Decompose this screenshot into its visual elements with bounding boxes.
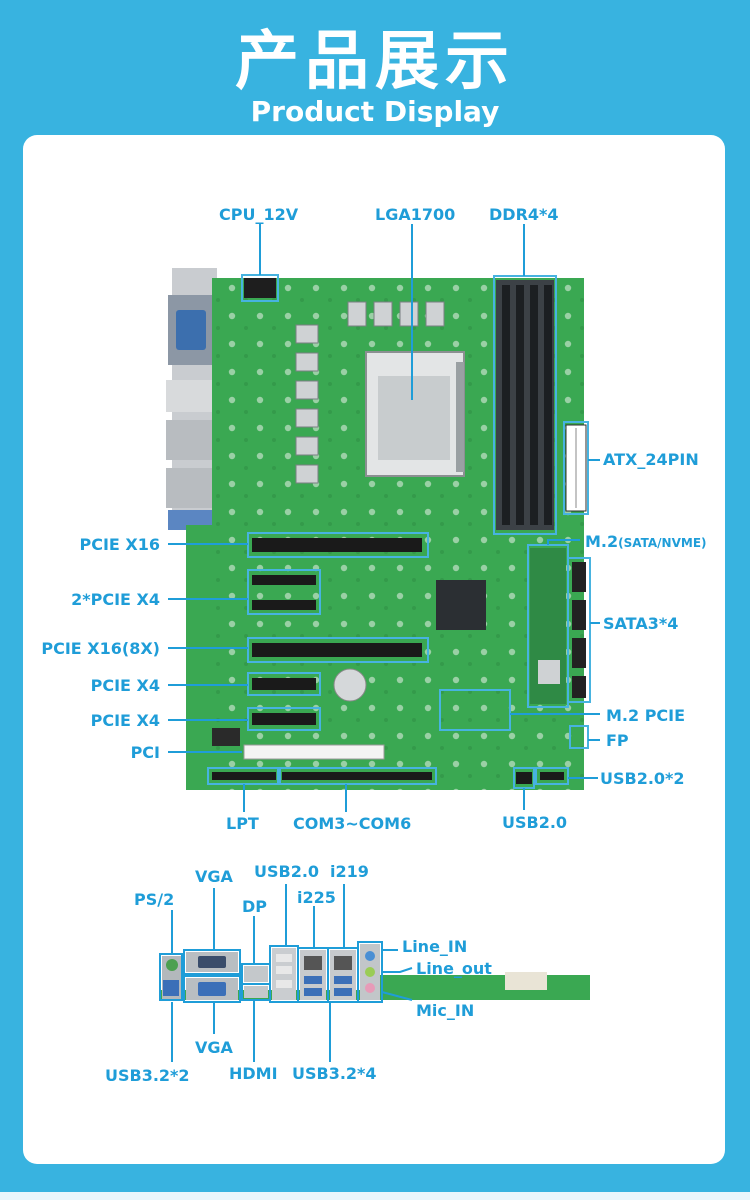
label-io-usb32x2: USB3.2*2 bbox=[105, 1066, 190, 1085]
label-com3-com6: COM3~COM6 bbox=[293, 814, 412, 833]
label-sata3: SATA3*4 bbox=[603, 614, 679, 633]
cpu-12v-connector bbox=[244, 278, 276, 298]
bottom-strip bbox=[0, 1192, 750, 1200]
label-io-i225: i225 bbox=[297, 888, 336, 907]
cpu-socket bbox=[365, 351, 465, 477]
label-atx-24pin: ATX_24PIN bbox=[603, 450, 699, 469]
label-io-line-in: Line_IN bbox=[402, 937, 468, 956]
atx-24pin-connector bbox=[565, 424, 587, 512]
label-io-usb32x4: USB3.2*4 bbox=[292, 1064, 377, 1083]
page-title-chinese: 产品展示 bbox=[235, 25, 515, 99]
label-m2-sub: (SATA/NVME) bbox=[618, 536, 707, 550]
chipset bbox=[436, 580, 486, 630]
cmos-battery bbox=[333, 668, 367, 702]
bottom-headers bbox=[212, 772, 564, 784]
leader-lines bbox=[168, 224, 600, 812]
label-fp: FP bbox=[606, 731, 629, 750]
label-io-hdmi: HDMI bbox=[229, 1064, 278, 1083]
io-leader-lines bbox=[171, 884, 413, 1062]
label-pcie-x4-bottom: PCIE X4 bbox=[90, 711, 160, 730]
label-pcie-x16-8x: PCIE X16(8X) bbox=[41, 639, 160, 658]
page-title-english: Product Display bbox=[250, 95, 500, 128]
label-io-ps2: PS/2 bbox=[134, 890, 175, 909]
debug-led bbox=[212, 728, 240, 746]
label-io-dp: DP bbox=[242, 897, 268, 916]
label-io-usb20: USB2.0 bbox=[254, 862, 320, 881]
sata-ports bbox=[572, 562, 586, 698]
label-pci: PCI bbox=[130, 743, 160, 762]
rear-io-shield bbox=[166, 268, 218, 530]
label-m2-main: M.2 bbox=[585, 532, 619, 551]
label-m2-pcie: M.2 PCIE bbox=[606, 706, 686, 725]
label-pcie-x16: PCIE X16 bbox=[79, 535, 160, 554]
label-io-line-out: Line_out bbox=[416, 959, 492, 978]
ddr4-slots bbox=[496, 280, 554, 530]
m2-slot bbox=[538, 660, 560, 684]
label-m2-sata-nvme: M.2(SATA/NVME) bbox=[585, 532, 707, 553]
label-ddr4: DDR4*4 bbox=[489, 205, 559, 224]
label-io-vga-top: VGA bbox=[195, 867, 233, 886]
vrm-chokes bbox=[295, 301, 445, 484]
rear-io-panel bbox=[160, 944, 590, 1000]
label-cpu-12v: CPU_12V bbox=[219, 205, 299, 224]
label-io-vga-bottom: VGA bbox=[195, 1038, 233, 1057]
label-usb20x2: USB2.0*2 bbox=[600, 769, 685, 788]
label-io-mic-in: Mic_IN bbox=[416, 1001, 475, 1020]
label-2-pcie-x4: 2*PCIE X4 bbox=[71, 590, 160, 609]
label-io-i219: i219 bbox=[330, 862, 369, 881]
expansion-slots bbox=[243, 538, 422, 760]
label-lpt: LPT bbox=[226, 814, 259, 833]
label-pcie-x4-top: PCIE X4 bbox=[90, 676, 160, 695]
label-usb20-board: USB2.0 bbox=[502, 813, 568, 832]
label-lga1700: LGA1700 bbox=[375, 205, 456, 224]
